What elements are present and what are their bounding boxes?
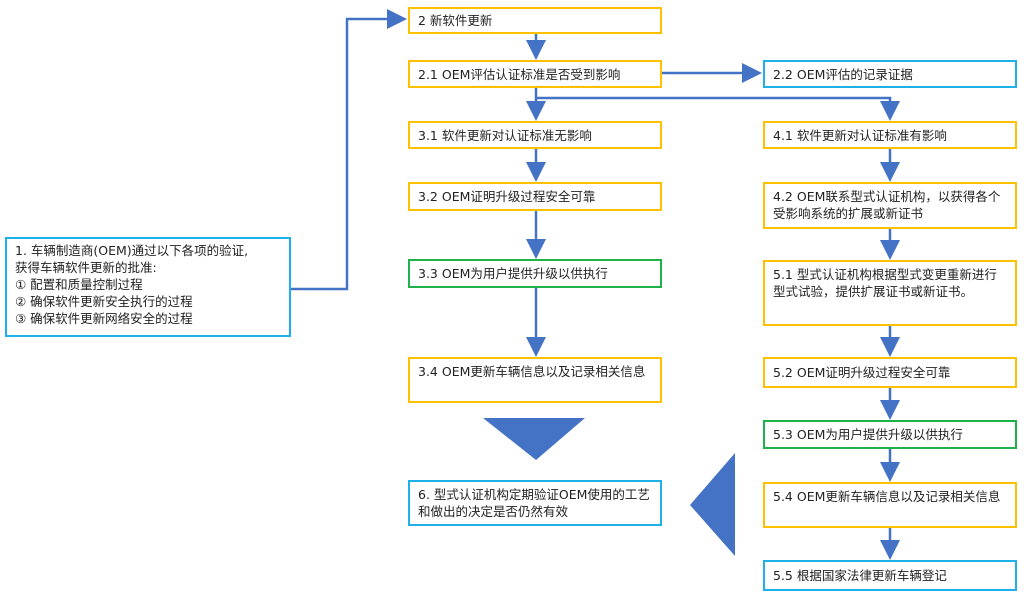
box-3-1: 3.1 软件更新对认证标准无影响 (408, 121, 662, 149)
box-4-1: 4.1 软件更新对认证标准有影响 (763, 121, 1017, 149)
down-triangle (483, 418, 585, 460)
box-4-2: 4.2 OEM联系型式认证机构，以获得各个受影响系统的扩展或新证书 (763, 182, 1017, 229)
box-5-2: 5.2 OEM证明升级过程安全可靠 (763, 357, 1017, 388)
line: ③ 确保软件更新网络安全的过程 (15, 311, 193, 326)
box-6: 6. 型式认证机构定期验证OEM使用的工艺和做出的决定是否仍然有效 (408, 480, 662, 526)
box-5-4: 5.4 OEM更新车辆信息以及记录相关信息 (763, 482, 1017, 528)
box-3-4: 3.4 OEM更新车辆信息以及记录相关信息 (408, 357, 662, 403)
line: 获得车辆软件更新的批准: (15, 260, 157, 275)
box-3-3: 3.3 OEM为用户提供升级以供执行 (408, 259, 662, 288)
box-2-2: 2.2 OEM评估的记录证据 (763, 60, 1017, 88)
left-triangle (690, 453, 735, 556)
box-2-1: 2.1 OEM评估认证标准是否受到影响 (408, 60, 662, 88)
box-3-2: 3.2 OEM证明升级过程安全可靠 (408, 182, 662, 211)
arrow-21-to-41 (536, 96, 900, 121)
line: ② 确保软件更新安全执行的过程 (15, 294, 193, 309)
box-1-oem-approval: 1. 车辆制造商(OEM)通过以下各项的验证, 获得车辆软件更新的批准: ① 配… (5, 237, 291, 337)
line: ① 配置和质量控制过程 (15, 277, 143, 292)
box-2: 2 新软件更新 (408, 7, 662, 34)
line: 1. 车辆制造商(OEM)通过以下各项的验证, (15, 243, 249, 258)
arrow-1-to-2 (290, 9, 407, 291)
box-5-1: 5.1 型式认证机构根据型式变更重新进行型式试验，提供扩展证书或新证书。 (763, 260, 1017, 326)
box-5-3: 5.3 OEM为用户提供升级以供执行 (763, 420, 1017, 449)
box-5-5: 5.5 根据国家法律更新车辆登记 (763, 560, 1017, 591)
